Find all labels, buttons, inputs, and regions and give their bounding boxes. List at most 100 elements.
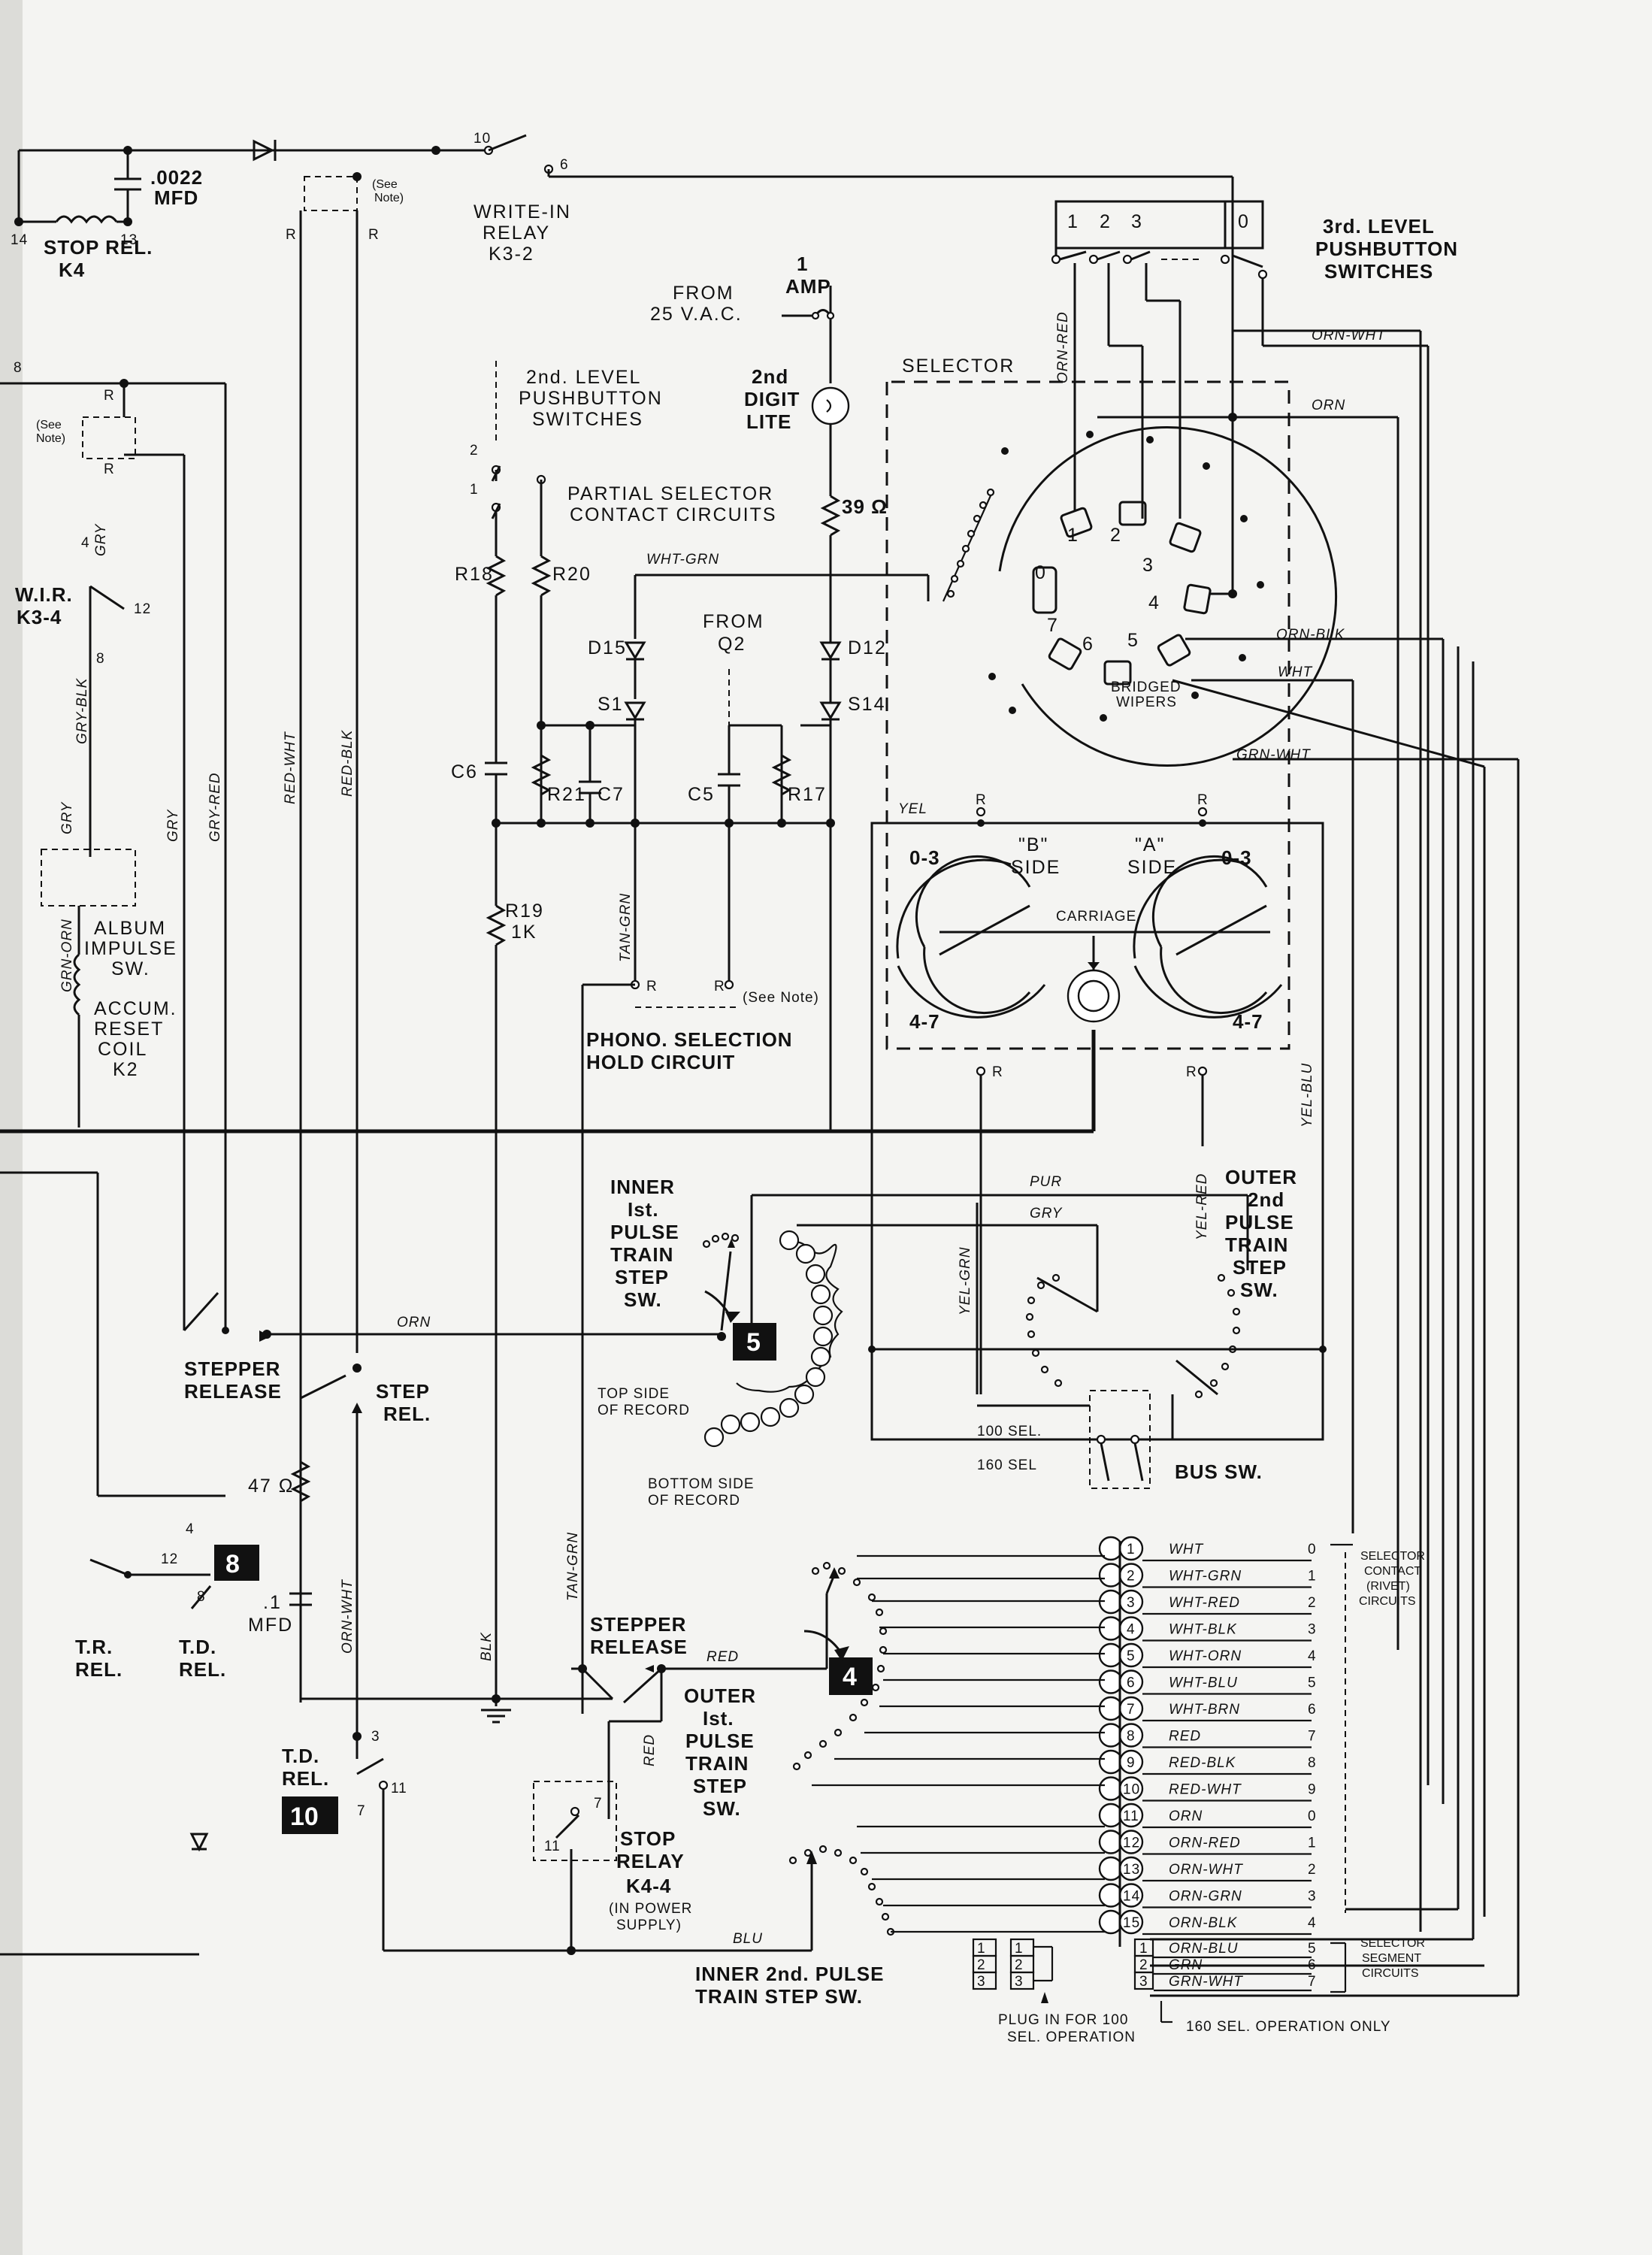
terminal-label: 6	[560, 157, 569, 173]
selector-contact-label: CONTACT	[1364, 1565, 1421, 1578]
connector-wire-color: ORN-RED	[1169, 1836, 1241, 1851]
outer-1st-label: OUTER	[684, 1684, 756, 1707]
connector-pin-number: 9	[1127, 1755, 1136, 1771]
connector-value: 0	[1308, 1809, 1317, 1824]
connector-pin-number: 8	[1127, 1729, 1136, 1745]
segment-wire-color: GRN	[1169, 1957, 1203, 1973]
step-rel-switch	[300, 1374, 346, 1400]
inner-step-label: STEP	[615, 1266, 669, 1288]
stop-relay-note: SUPPLY)	[616, 1918, 682, 1933]
td-rel-switch-8	[190, 1585, 212, 1609]
connector-pin-number: 2	[1127, 1569, 1136, 1585]
stop-relay-label: STOP	[620, 1827, 676, 1850]
pushbutton-2nd-label: 2	[470, 443, 479, 459]
connector-pin-number: 12	[1123, 1836, 1140, 1851]
terminal-label: R	[104, 388, 115, 404]
phono-hold-label: PHONO. SELECTION	[586, 1028, 793, 1051]
connector-value: 3	[1308, 1889, 1317, 1905]
plug-label: SEL. OPERATION	[1007, 2030, 1136, 2045]
segment-value: 7	[1308, 1974, 1317, 1990]
album-switch-label: ALBUM	[94, 918, 166, 939]
plug-pin-label: 1	[1015, 1941, 1024, 1957]
inner-step-label: INNER	[610, 1176, 675, 1198]
terminal-label: R	[286, 227, 297, 243]
wire-label: WHT	[1278, 664, 1313, 680]
pushbutton-3rd-label: 3	[1131, 211, 1143, 232]
wire-label: GRY	[165, 809, 181, 842]
see-note: (See Note)	[743, 990, 819, 1006]
range-label: 0-3	[909, 846, 940, 869]
album-switch-label: SW.	[111, 958, 150, 979]
wire-label: GRY	[93, 523, 109, 556]
terminal-label: 13	[120, 232, 138, 248]
r18-label: R18	[455, 564, 494, 585]
dial-number: 5	[1127, 630, 1139, 651]
wire-label: TAN-GRN	[565, 1532, 581, 1601]
wire-label: YEL	[898, 801, 927, 817]
connector-pin-number: 14	[1123, 1889, 1140, 1905]
badge-5: 5	[733, 1323, 776, 1361]
terminal-label: 11	[544, 1839, 561, 1854]
connector-value: 2	[1308, 1862, 1317, 1878]
second-level-label: SWITCHES	[532, 409, 643, 430]
step-rel-label: REL.	[383, 1403, 431, 1425]
see-note: Note)	[374, 192, 404, 204]
inner-step-label: SW.	[624, 1288, 662, 1311]
pushbutton-3rd-label: 1	[1067, 211, 1079, 232]
stop-relay-label: RELAY	[616, 1850, 685, 1872]
lower-relays	[289, 1131, 827, 1955]
resistor-r19	[486, 904, 507, 946]
pushbutton-3rd-label: 0	[1238, 211, 1250, 232]
segment-wire-color: ORN-BLU	[1169, 1941, 1239, 1957]
connector-pin-number: 5	[1127, 1648, 1136, 1664]
wire-label: BLU	[733, 1931, 763, 1947]
outer-1st-label: STEP	[693, 1775, 747, 1797]
connector-pin-number: 4	[1127, 1622, 1136, 1638]
inner-2nd-label: TRAIN STEP SW.	[695, 1985, 863, 2008]
dial-number: 3	[1142, 555, 1154, 576]
from-q2-label: FROM	[703, 611, 764, 632]
fuse-label: AMP	[785, 275, 831, 298]
lamp-label: LITE	[746, 410, 791, 433]
outer-1st-label: SW.	[703, 1797, 741, 1820]
connector-pin-number: 7	[1127, 1702, 1136, 1718]
td-rel-switch-10	[356, 1757, 384, 1775]
top-labels: 14 13 STOP REL. K4 .0022 MFD 10 6 WRITE-…	[11, 131, 570, 281]
res-39-label: 39 Ω	[842, 495, 888, 518]
stepper-release-switch	[183, 1291, 219, 1332]
bottom-side-label: OF RECORD	[648, 1493, 740, 1509]
inner-step-label: Ist.	[628, 1198, 659, 1221]
sel-160-label: 160 SEL	[977, 1457, 1037, 1473]
cap-1-label: MFD	[248, 1615, 293, 1636]
wire-label: GRN-ORN	[59, 919, 75, 992]
connector-labels: 4-7 1WHT02WHT-GRN13WHT-RED24WHT-BLK35WHT…	[977, 1542, 1425, 2045]
scr-s14	[819, 701, 842, 720]
lamp-label: DIGIT	[744, 388, 800, 410]
badge-10: 10	[282, 1796, 338, 1834]
dial-number: 4	[1148, 592, 1160, 613]
wire-label: BLK	[479, 1632, 495, 1661]
range-label: 4-7	[909, 1010, 940, 1033]
connector-wire-color: WHT-BLU	[1169, 1675, 1238, 1691]
outer-step-label: 2nd	[1248, 1188, 1284, 1211]
lower-relay-labels: STEP REL. 47 Ω .1 MFD ORN-WHT BLK TAN-GR…	[248, 1380, 883, 2008]
terminal-label: 8	[14, 360, 23, 376]
terminal-label: R	[368, 227, 380, 243]
outer-1st-label: PULSE	[685, 1730, 755, 1752]
connector-value: 6	[1308, 1702, 1317, 1718]
stop-rel-id: K4	[59, 259, 85, 281]
a-side-label: "A"	[1135, 834, 1165, 855]
phono-hold-label: HOLD CIRCUIT	[586, 1051, 735, 1073]
d15-label: D15	[588, 637, 627, 658]
terminal-label: 8	[197, 1589, 206, 1605]
connector-value: 7	[1308, 1729, 1317, 1745]
connector-strip	[812, 646, 1520, 2023]
segment-value: 5	[1308, 1941, 1317, 1957]
connector-wire-color: WHT-BLK	[1169, 1622, 1237, 1638]
resistor-r18	[486, 555, 507, 597]
sel-160-only-label: 160 SEL. OPERATION ONLY	[1186, 2019, 1391, 2035]
connector-wire-color: ORN-GRN	[1169, 1889, 1242, 1905]
cap-1-label: .1	[263, 1592, 282, 1613]
outer-1st-label: TRAIN	[685, 1752, 749, 1775]
